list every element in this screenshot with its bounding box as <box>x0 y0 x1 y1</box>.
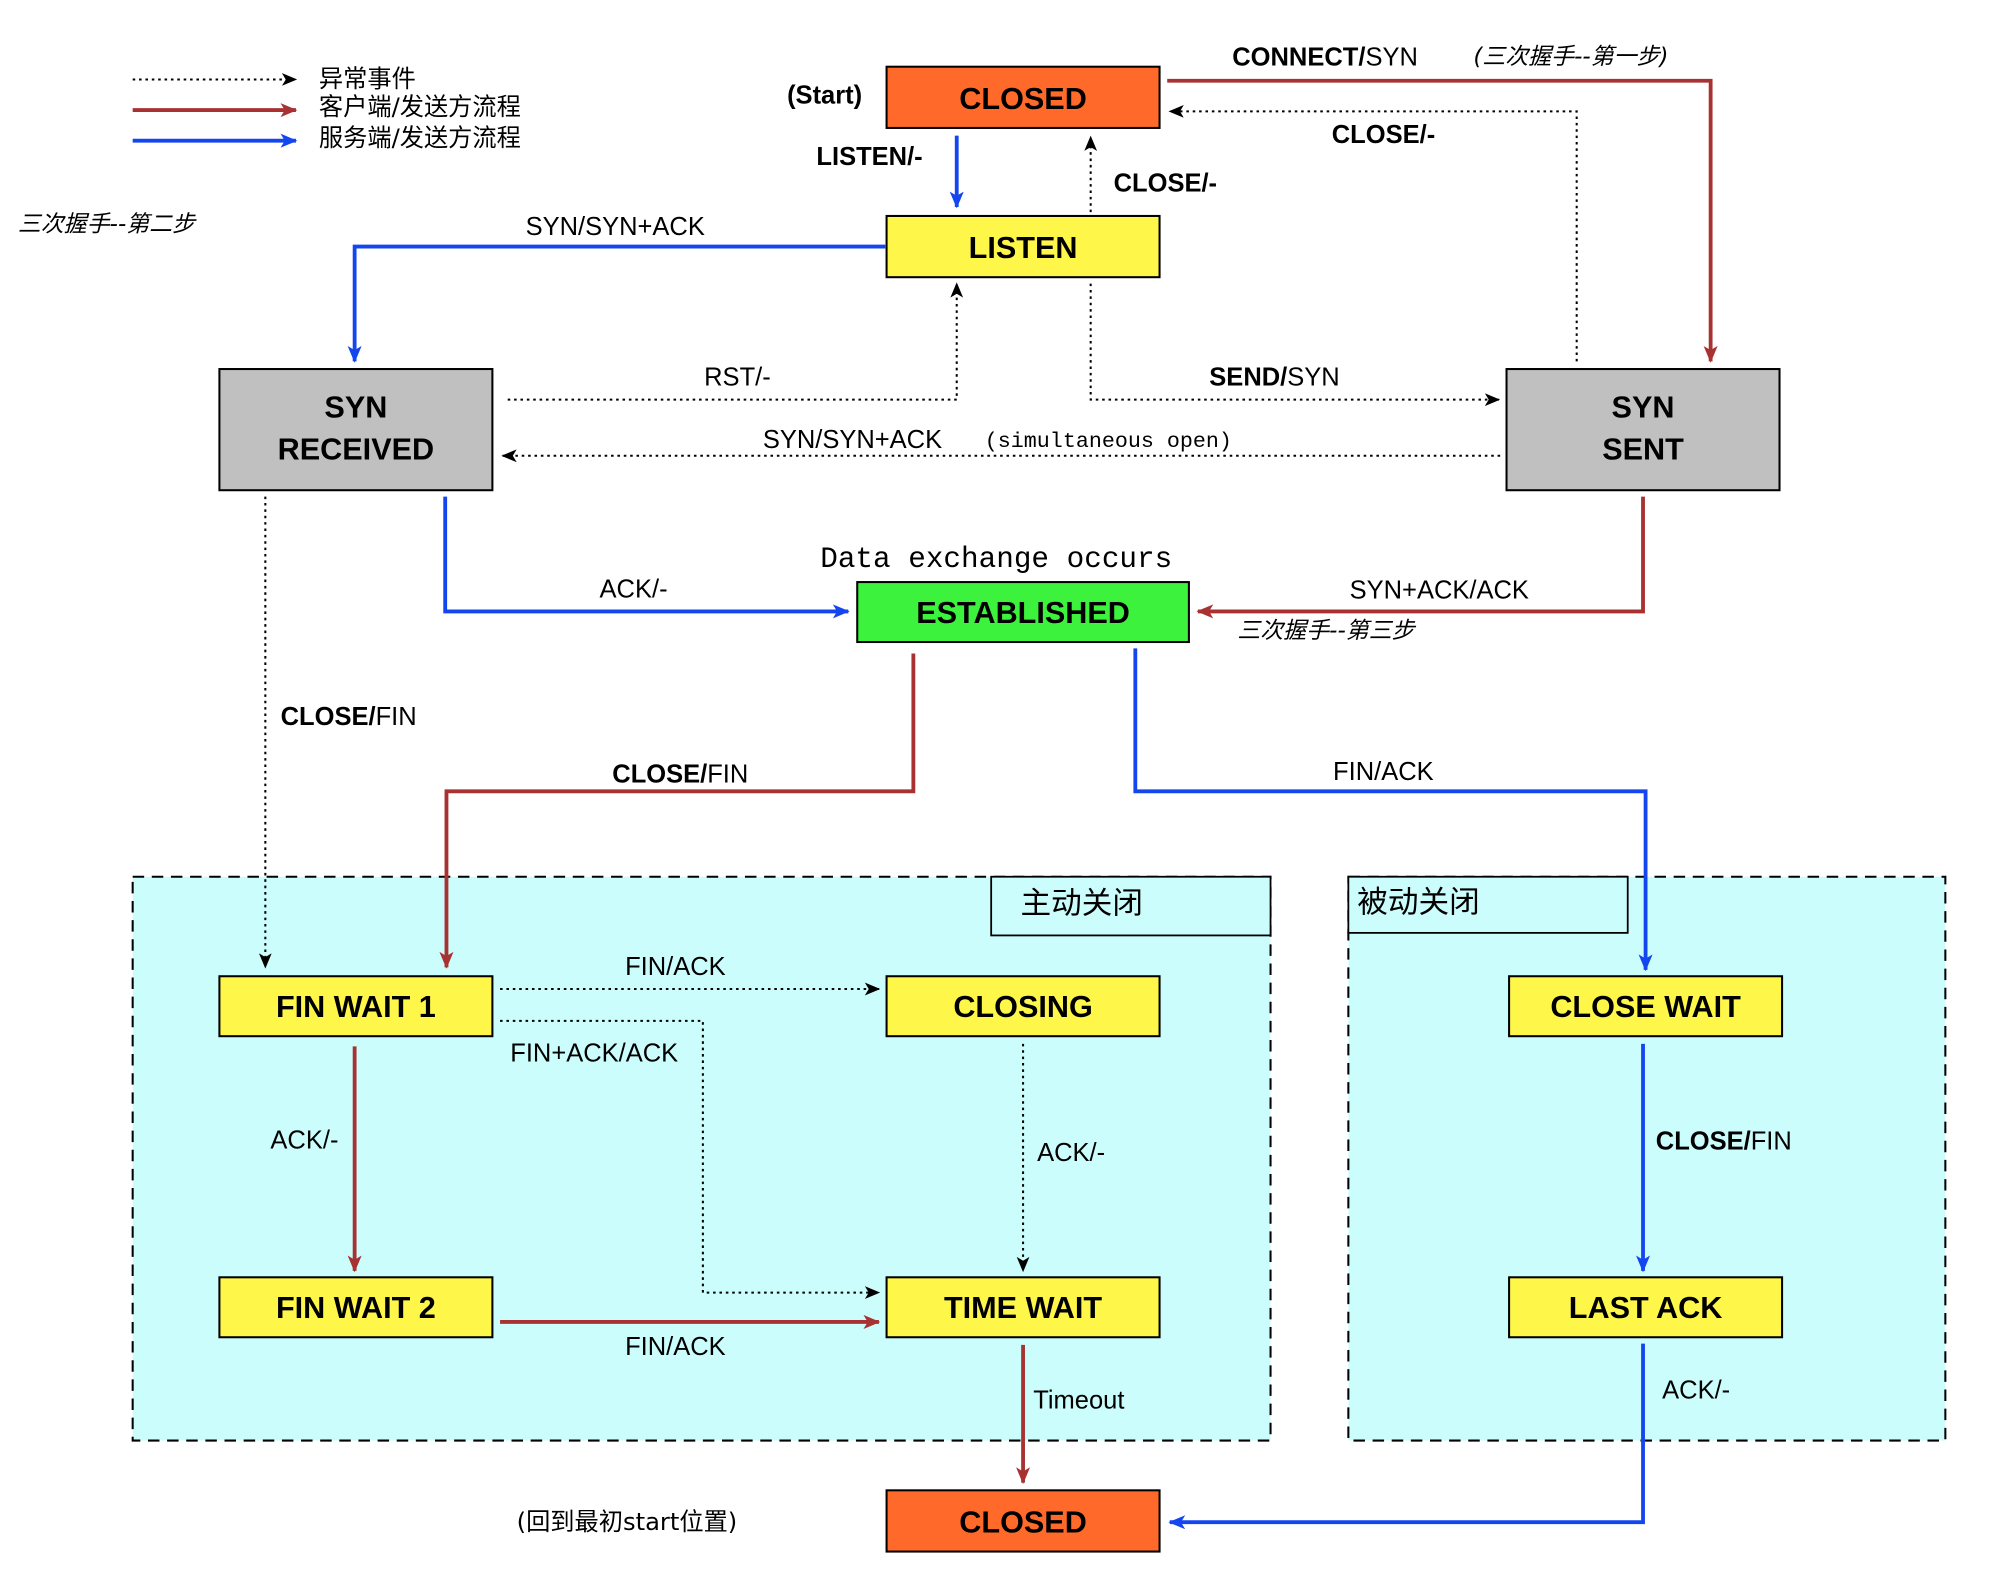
arrow-rst <box>507 282 964 401</box>
svg-text:RECEIVED: RECEIVED <box>278 433 435 467</box>
legend-label-exception: 异常事件 <box>319 65 416 93</box>
state-close-wait[interactable]: CLOSE WAIT <box>1508 975 1784 1038</box>
active-close-region <box>131 875 1272 1442</box>
handshake-step2-note: 三次握手--第二步 <box>18 211 197 237</box>
arrow-synack-ack <box>1196 496 1645 619</box>
label-fin-ack-timewait: FIN/ACK <box>625 1333 726 1361</box>
active-close-label-box <box>990 875 1272 937</box>
svg-text:SYN: SYN <box>324 391 387 425</box>
arrow-send-syn <box>1089 283 1501 407</box>
legend: 异常事件 客户端/发送方流程 服务端/发送方流程 <box>132 65 521 152</box>
svg-text:TIME WAIT: TIME WAIT <box>944 1291 1102 1325</box>
passive-close-label-box <box>1347 875 1629 934</box>
active-close-label: 主动关闭 <box>1021 887 1143 922</box>
handshake-step1-note: (三次握手--第一步) <box>1473 44 1668 70</box>
arrow-connect-syn <box>1167 78 1718 363</box>
state-last-ack[interactable]: LAST ACK <box>1508 1276 1784 1339</box>
arrow-ack-lastack <box>1168 1343 1645 1530</box>
svg-text:SYN: SYN <box>1612 391 1675 425</box>
label-simultaneous: SYN/SYN+ACK <box>763 426 942 454</box>
svg-text:ESTABLISHED: ESTABLISHED <box>916 596 1130 630</box>
state-time-wait[interactable]: TIME WAIT <box>885 1276 1161 1339</box>
legend-label-client: 客户端/发送方流程 <box>319 93 521 121</box>
state-listen[interactable]: LISTEN <box>885 214 1161 279</box>
data-exchange-note: Data exchange occurs <box>820 543 1172 576</box>
svg-text:FIN WAIT 2: FIN WAIT 2 <box>276 1291 436 1325</box>
svg-text:CLOSED: CLOSED <box>959 1505 1087 1539</box>
state-syn-sent[interactable]: SYN SENT <box>1505 368 1781 492</box>
label-close-fin-passive: CLOSE/FIN <box>1656 1128 1792 1156</box>
label-ack-lastack: ACK/- <box>1662 1376 1730 1404</box>
state-syn-received[interactable]: SYN RECEIVED <box>218 368 494 492</box>
svg-text:CLOSE WAIT: CLOSE WAIT <box>1550 990 1741 1024</box>
state-established[interactable]: ESTABLISHED <box>856 581 1190 644</box>
label-close-fin-synrcvd: CLOSE/FIN <box>281 703 417 731</box>
back-to-start-note: (回到最初start位置) <box>517 1508 738 1536</box>
label-close-fin-established: CLOSE/FIN <box>612 760 748 788</box>
label-rst: RST/- <box>704 364 771 392</box>
arrow-ack-established <box>443 496 850 619</box>
passive-close-label: 被动关闭 <box>1357 885 1479 920</box>
label-synack-ack: SYN+ACK/ACK <box>1350 577 1529 605</box>
svg-text:LISTEN: LISTEN <box>969 231 1078 265</box>
state-closing[interactable]: CLOSING <box>885 975 1161 1038</box>
label-ack-closing: ACK/- <box>1037 1139 1105 1167</box>
state-fin-wait-1[interactable]: FIN WAIT 1 <box>218 975 494 1038</box>
svg-text:CLOSING: CLOSING <box>953 990 1092 1024</box>
arrow-close-synsent <box>1168 104 1578 362</box>
start-label: (Start) <box>787 82 862 110</box>
label-ack-established: ACK/- <box>600 575 668 603</box>
arrow-syn-synack <box>347 244 886 363</box>
label-finack-ack: FIN+ACK/ACK <box>510 1040 678 1068</box>
state-fin-wait-2[interactable]: FIN WAIT 2 <box>218 1276 494 1339</box>
label-close-synsent: CLOSE/- <box>1332 121 1435 149</box>
state-closed-bottom[interactable]: CLOSED <box>885 1489 1161 1553</box>
state-closed-top[interactable]: CLOSED <box>885 65 1161 129</box>
label-timeout: Timeout <box>1033 1387 1124 1415</box>
label-syn-synack: SYN/SYN+ACK <box>526 213 705 241</box>
label-fin-ack-closing: FIN/ACK <box>625 953 726 981</box>
svg-text:CLOSED: CLOSED <box>959 82 1087 116</box>
arrow-finack-ack <box>500 1019 881 1299</box>
label-connect-syn: CONNECT/SYN <box>1232 43 1418 71</box>
svg-text:SENT: SENT <box>1602 433 1684 467</box>
handshake-step3-note: 三次握手--第三步 <box>1237 618 1416 644</box>
label-listen: LISTEN/- <box>816 143 922 171</box>
legend-label-server: 服务端/发送方流程 <box>319 124 521 152</box>
arrow-fin-ack-passive <box>1133 648 1653 972</box>
svg-text:LAST ACK: LAST ACK <box>1569 1291 1723 1325</box>
svg-text:FIN WAIT 1: FIN WAIT 1 <box>276 990 436 1024</box>
label-send-syn: SEND/SYN <box>1209 364 1339 392</box>
label-fin-ack-passive: FIN/ACK <box>1333 758 1434 786</box>
label-ack-finwait: ACK/- <box>270 1126 338 1154</box>
label-close-listen: CLOSE/- <box>1114 170 1217 198</box>
label-simultaneous-note: (simultaneous open) <box>985 429 1232 454</box>
arrow-close-fin-established <box>439 653 916 969</box>
